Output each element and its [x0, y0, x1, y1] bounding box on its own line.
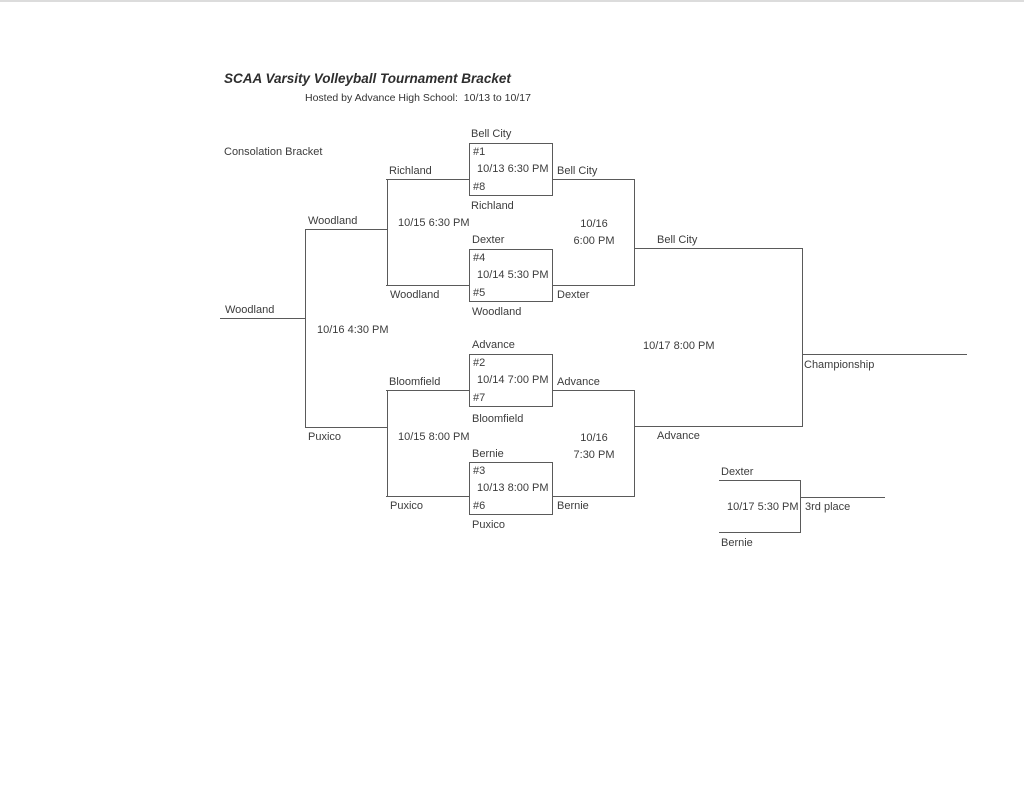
page-subtitle: Hosted by Advance High School: 10/13 to … [305, 92, 531, 104]
game2-box: #4 10/14 5:30 PM #5 [469, 249, 553, 302]
game4-winner-line [553, 496, 634, 497]
game3-top-team: Advance [472, 339, 515, 351]
consolation-semifinal1-winner-line [305, 229, 387, 230]
game2-bottom-team: Woodland [472, 306, 522, 318]
game2-time: 10/14 5:30 PM [477, 269, 549, 281]
game1-winner-line [553, 179, 634, 180]
page-title: SCAA Varsity Volleyball Tournament Brack… [224, 71, 511, 86]
semifinal2-bracket-line [634, 390, 635, 497]
game2-top-seed: #4 [473, 252, 486, 264]
championship-bracket-line [802, 248, 803, 427]
semifinal1-datetime: 10/16 6:00 PM [558, 216, 630, 250]
game1-top-seed: #1 [473, 146, 486, 158]
semifinal1-date: 10/16 [580, 218, 608, 230]
game4-bottom-seed: #6 [473, 500, 486, 512]
semifinal2-winner-label: Advance [657, 430, 700, 442]
championship-winner-line [802, 354, 967, 355]
third-place-bottom-team: Bernie [721, 537, 753, 549]
championship-label: Championship [804, 359, 875, 371]
game4-loser-line [386, 496, 469, 497]
semifinal2-datetime: 10/16 7:30 PM [558, 430, 630, 464]
game1-winner-label: Bell City [557, 165, 598, 177]
semifinal2-time: 7:30 PM [573, 449, 615, 461]
game1-bottom-team: Richland [471, 200, 514, 212]
consolation-semifinal2-datetime: 10/15 8:00 PM [398, 431, 470, 443]
third-place-bottom-line [719, 532, 800, 533]
game1-top-team: Bell City [471, 128, 512, 140]
semifinal1-winner-line [634, 248, 802, 249]
game4-loser-label: Puxico [390, 500, 424, 512]
game1-loser-label: Richland [389, 165, 432, 177]
game4-top-team: Bernie [472, 448, 504, 460]
semifinal2-date: 10/16 [580, 432, 608, 444]
game4-time: 10/13 8:00 PM [477, 482, 549, 494]
championship-datetime: 10/17 8:00 PM [643, 340, 715, 352]
third-place-top-team: Dexter [721, 466, 754, 478]
game3-top-seed: #2 [473, 357, 486, 369]
semifinal2-winner-line [634, 426, 802, 427]
game2-top-team: Dexter [472, 234, 505, 246]
semifinal1-time: 6:00 PM [573, 235, 615, 247]
consolation-final-datetime: 10/16 4:30 PM [317, 324, 389, 336]
game2-winner-line [553, 285, 634, 286]
page-top-edge [0, 0, 1024, 2]
consolation-semifinal2-winner-label: Puxico [308, 431, 342, 443]
consolation-semifinal1-bracket-line [387, 179, 388, 286]
game3-time: 10/14 7:00 PM [477, 374, 549, 386]
third-place-label: 3rd place [805, 501, 851, 513]
consolation-final-winner-line [220, 318, 305, 319]
game1-time: 10/13 6:30 PM [477, 163, 549, 175]
consolation-semifinal1-datetime: 10/15 6:30 PM [398, 217, 470, 229]
consolation-semifinal2-winner-line [305, 427, 387, 428]
game2-bottom-seed: #5 [473, 287, 486, 299]
consolation-bracket-label: Consolation Bracket [224, 146, 323, 158]
third-place-bracket-line [800, 480, 801, 533]
game4-box: #3 10/13 8:00 PM #6 [469, 462, 553, 515]
third-place-datetime: 10/17 5:30 PM [727, 501, 799, 513]
semifinal1-bracket-line [634, 179, 635, 286]
game4-bottom-team: Puxico [472, 519, 506, 531]
game2-winner-label: Dexter [557, 289, 590, 301]
game3-winner-label: Advance [557, 376, 600, 388]
game1-box: #1 10/13 6:30 PM #8 [469, 143, 553, 196]
consolation-final-bracket-line [305, 229, 306, 428]
consolation-semifinal1-winner-label: Woodland [308, 215, 358, 227]
third-place-top-line [719, 480, 800, 481]
game3-loser-label: Bloomfield [389, 376, 441, 388]
game2-loser-line [386, 285, 469, 286]
consolation-final-winner-label: Woodland [225, 304, 275, 316]
game4-top-seed: #3 [473, 465, 486, 477]
game3-box: #2 10/14 7:00 PM #7 [469, 354, 553, 407]
game1-bottom-seed: #8 [473, 181, 486, 193]
third-place-winner-line [800, 497, 885, 498]
game3-loser-line [386, 390, 469, 391]
consolation-semifinal2-bracket-line [387, 390, 388, 497]
game3-bottom-seed: #7 [473, 392, 486, 404]
game3-winner-line [553, 390, 634, 391]
game3-bottom-team: Bloomfield [472, 413, 524, 425]
game2-loser-label: Woodland [390, 289, 440, 301]
game4-winner-label: Bernie [557, 500, 589, 512]
semifinal1-winner-label: Bell City [657, 234, 698, 246]
game1-loser-line [386, 179, 469, 180]
